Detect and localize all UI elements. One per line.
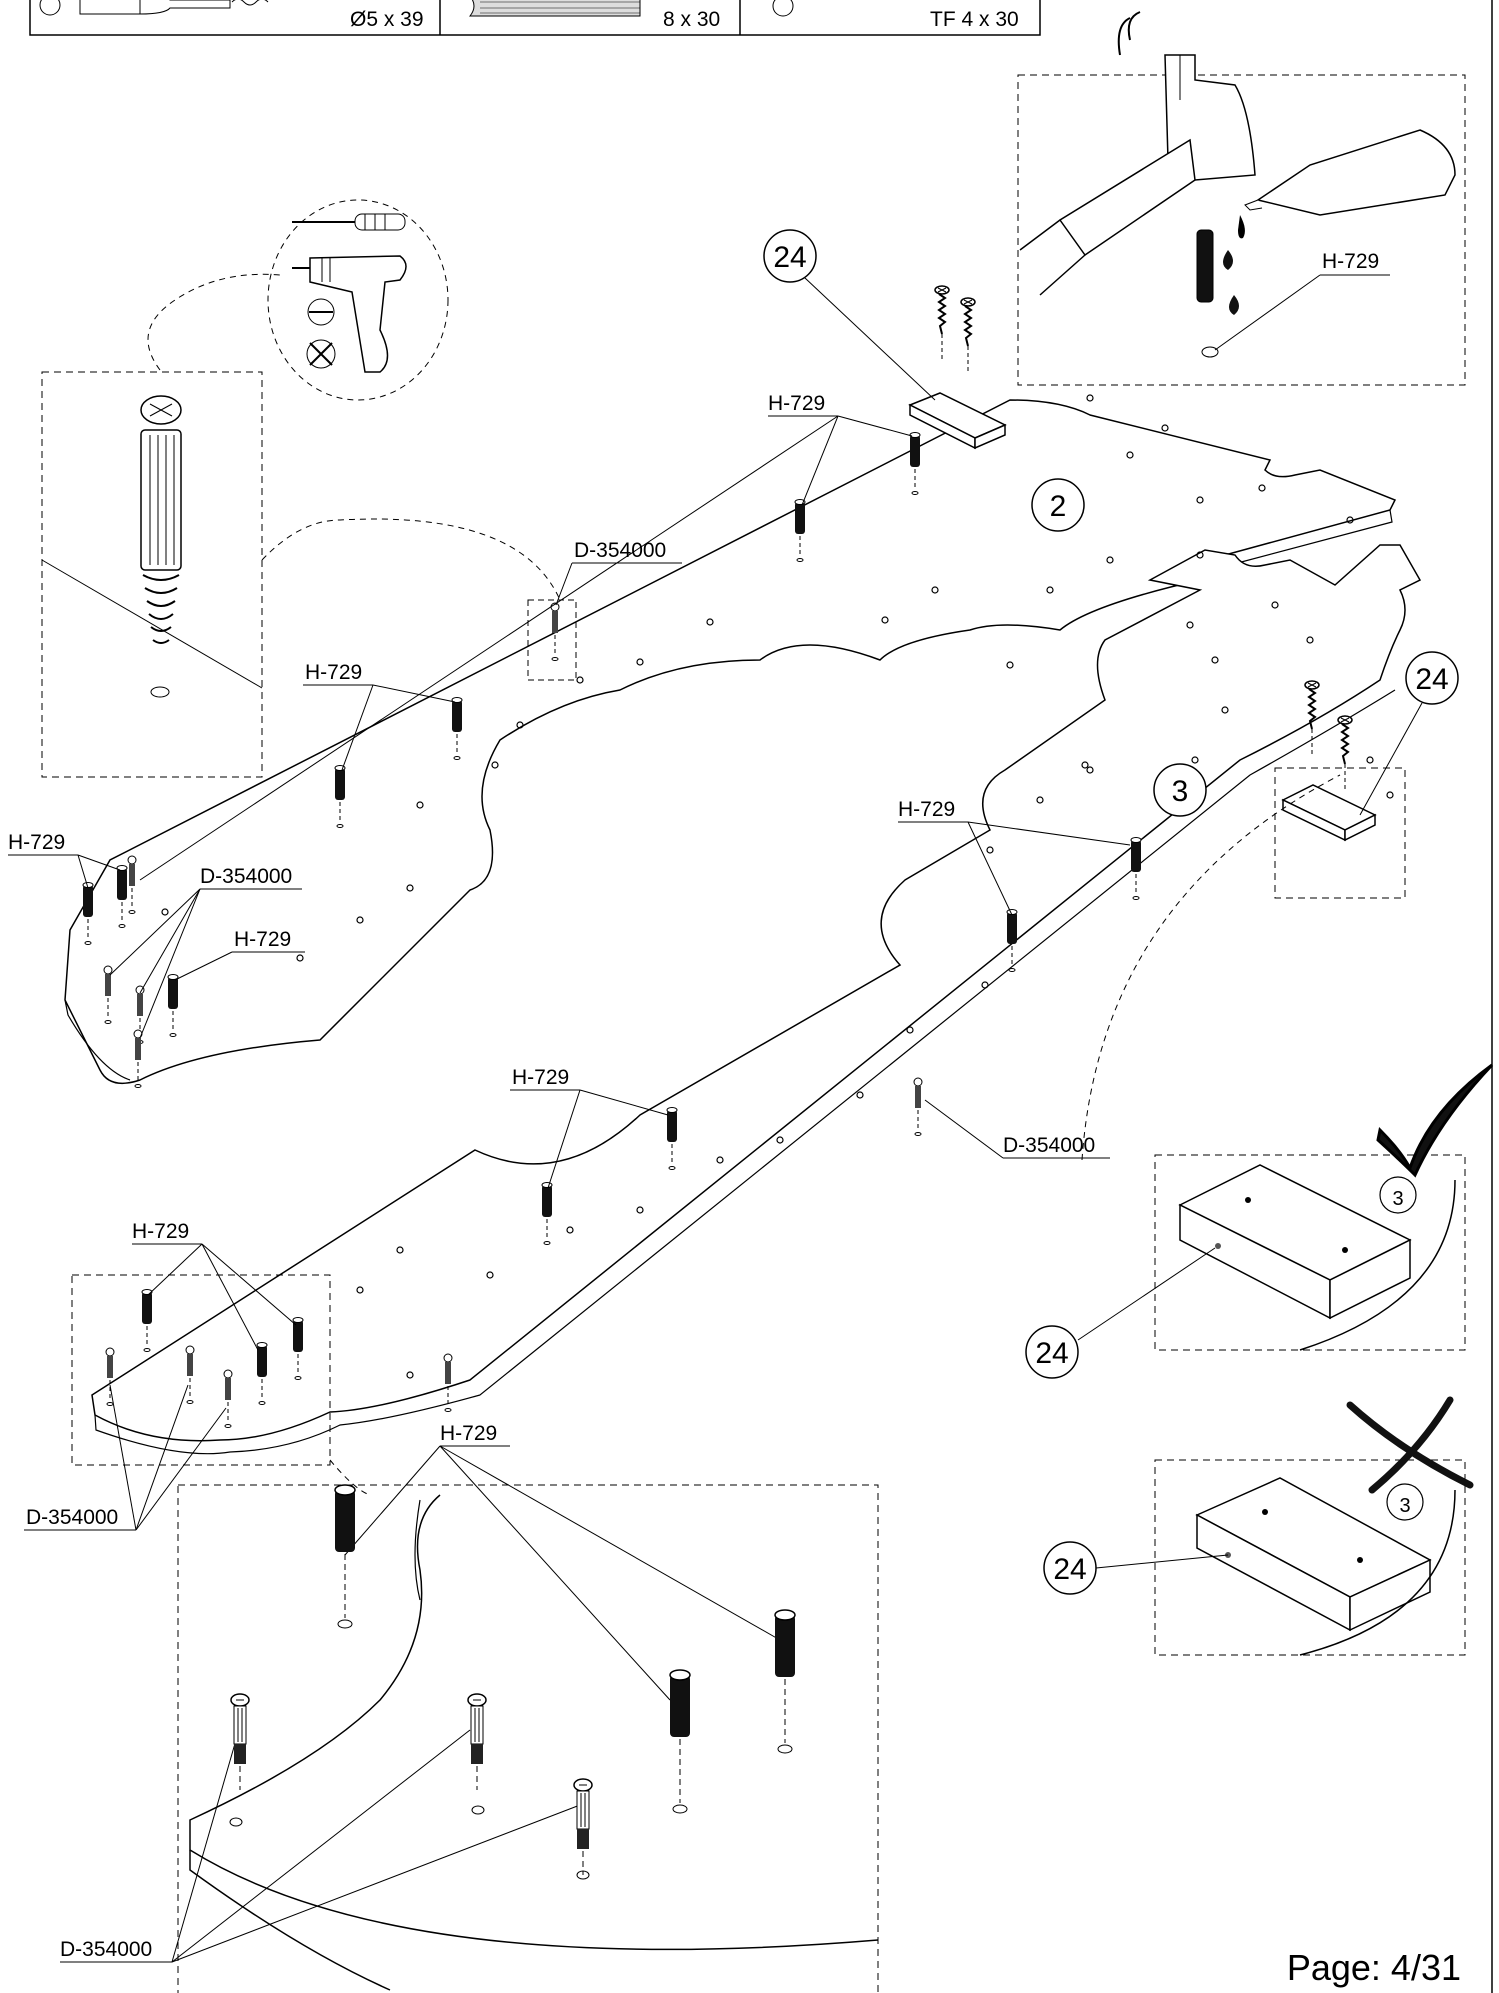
block-24-right <box>1274 680 1406 899</box>
part-number: 3 <box>1399 1495 1410 1517</box>
code-h729: H-729 <box>898 798 955 821</box>
page-number: Page: 4/31 <box>1286 1947 1461 1988</box>
screwdriver-icon <box>292 213 406 231</box>
wood-screw-icon <box>772 0 794 17</box>
drill-icon <box>292 255 407 373</box>
callout-texts: H-729 D-354000 H-729 H-729 D-354000 H-72… <box>8 392 1095 1961</box>
cross-icon <box>1346 1396 1474 1494</box>
cam-bolt-icon <box>39 0 269 16</box>
cam-d354000 <box>913 1077 923 1136</box>
block-24-top <box>908 285 1007 450</box>
panel-3 <box>91 544 1422 1455</box>
part-number: 3 <box>1172 775 1189 808</box>
part-circle-24-top: 24 <box>763 229 936 401</box>
cam-bolt-detail <box>41 273 561 778</box>
panel-corner-detail <box>177 1459 879 1993</box>
dowel-h729 <box>1130 837 1142 900</box>
part-circle-3: 3 <box>1153 763 1207 817</box>
code-h729: H-729 <box>8 831 65 854</box>
hardware-label-screw: TF 4 x 30 <box>930 8 1019 31</box>
part-number: 3 <box>1392 1188 1403 1210</box>
code-h729: H-729 <box>512 1066 569 1089</box>
code-h729: H-729 <box>234 928 291 951</box>
part-circle-24-right: 24 <box>1359 651 1459 816</box>
panel-2 <box>64 399 1397 1085</box>
code-h729: H-729 <box>768 392 825 415</box>
code-d354000: D-354000 <box>26 1506 118 1529</box>
hammer-glue-detail: H-729 <box>1017 11 1466 386</box>
part-number: 24 <box>1035 1337 1068 1370</box>
hammer-icon <box>1019 11 1256 296</box>
detail-correct: 24 3 <box>1025 774 1494 1379</box>
check-icon <box>1376 1063 1494 1178</box>
panel-holes <box>161 394 1394 1379</box>
part-number: 2 <box>1050 490 1067 523</box>
part-number: 24 <box>773 241 806 274</box>
glue-bottle-icon <box>1238 129 1456 239</box>
part-number: 24 <box>1415 663 1448 696</box>
wood-dowel-icon <box>468 0 641 17</box>
code-h729: H-729 <box>440 1422 497 1445</box>
part-circle-2: 2 <box>1031 478 1085 532</box>
hardware-label-cam: Ø5 x 39 <box>350 8 424 31</box>
code-h729: H-729 <box>132 1220 189 1243</box>
code-h729: H-729 <box>305 661 362 684</box>
phillips-bit-icon <box>306 339 336 369</box>
slotted-bit-icon <box>307 298 335 326</box>
dowel-h729 <box>1006 909 1018 972</box>
dowel-h729 <box>141 1289 153 1352</box>
part-number: 24 <box>1053 1553 1086 1586</box>
hardware-table: Ø5 x 39 8 x 30 TF 4 x 30 <box>29 0 1041 36</box>
tools-bubble <box>267 199 449 401</box>
code-d354000: D-354000 <box>1003 1134 1095 1157</box>
code-h729: H-729 <box>1322 250 1379 273</box>
code-d354000: D-354000 <box>60 1938 152 1961</box>
callouts <box>8 415 1131 1963</box>
hardware-label-dowel: 8 x 30 <box>663 8 720 31</box>
code-d354000: D-354000 <box>200 865 292 888</box>
code-d354000: D-354000 <box>574 539 666 562</box>
detail-wrong: 24 3 <box>1043 1396 1474 1656</box>
